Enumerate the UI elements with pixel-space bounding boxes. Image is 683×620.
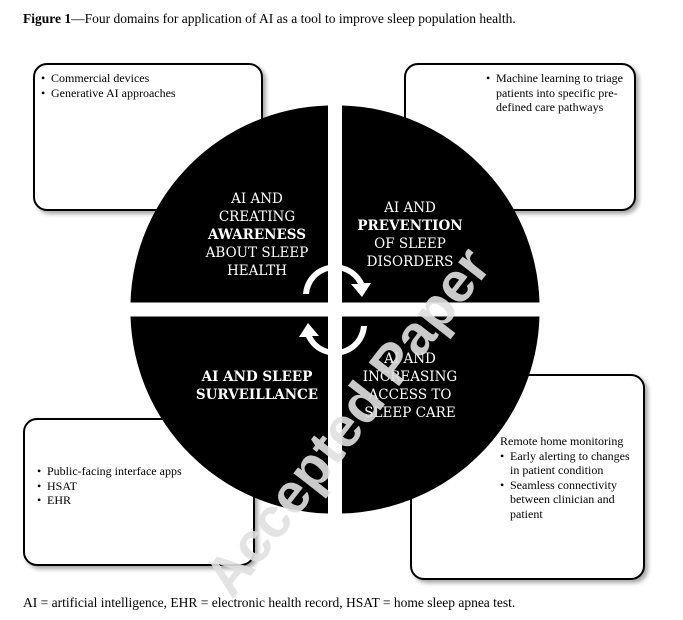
- figure-title: Figure 1—Four domains for application of…: [23, 11, 516, 27]
- list-item: Machine learning to triage patients into…: [486, 71, 628, 115]
- list-item: Commercial devices: [41, 71, 255, 86]
- quadrant-top-left-line3: AWARENESS: [207, 227, 306, 243]
- figure-footnote: AI = artificial intelligence, EHR = elec…: [23, 595, 516, 610]
- quadrant-top-right-line1: AI AND: [383, 200, 436, 216]
- quadrant-top-left: [130, 105, 328, 303]
- quadrant-bottom-right-line3: ACCESS TO: [368, 387, 452, 403]
- quadrant-bottom-left-line1: AI AND SLEEP: [201, 369, 313, 385]
- quadrant-top-right-line3: OF SLEEP: [374, 236, 446, 252]
- list-heading: Remote home monitoring: [500, 434, 624, 448]
- quadrant-bottom-left-line2: SURVEILLANCE: [196, 387, 318, 403]
- figure-label: Figure 1: [23, 11, 72, 26]
- quadrant-bottom-right-line1: AI AND: [383, 351, 436, 367]
- quadrant-top-right: [342, 105, 540, 303]
- list-item: Seamless connectivity between clinician …: [500, 478, 637, 522]
- list-item: EHR: [37, 493, 245, 508]
- figure-caption: —Four domains for application of AI as a…: [71, 11, 516, 26]
- quadrant-bottom-right-line2: INCREASING: [363, 369, 457, 385]
- quadrant-bottom-right-line4: SLEEP CARE: [364, 405, 455, 421]
- quadrant-top-left-line2: CREATING: [219, 209, 295, 225]
- list-item: Early alerting to changes in patient con…: [500, 449, 637, 478]
- list-item: HSAT: [37, 479, 245, 494]
- quadrant-top-right-line4: DISORDERS: [367, 254, 454, 270]
- quadrant-bottom-right: [342, 316, 540, 514]
- quadrant-top-left-line5: HEALTH: [227, 263, 287, 279]
- list-item: Generative AI approaches: [41, 86, 255, 101]
- quadrant-top-left-line4: ABOUT SLEEP: [205, 245, 309, 261]
- list-item: Public-facing interface apps: [37, 464, 245, 479]
- quadrant-bottom-left: [130, 316, 328, 514]
- cycle-arrows-icon: [299, 264, 371, 356]
- quadrant-top-left-line1: AI AND: [230, 191, 283, 207]
- quadrant-top-right-line2: PREVENTION: [357, 218, 462, 234]
